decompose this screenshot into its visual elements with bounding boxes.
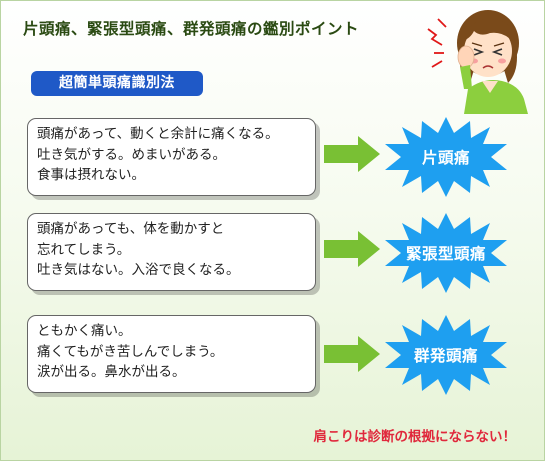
right-arrow-icon	[324, 136, 380, 172]
symptom-box-migraine: 頭痛があって、動くと余計に痛くなる。 吐き気がする。めまいがある。 食事は摂れな…	[27, 118, 316, 196]
result-label: 緊張型頭痛	[405, 245, 486, 263]
symptom-box-cluster: ともかく痛い。 痛くてもがき苦しんでしまう。 涙が出る。鼻水が出る。	[27, 315, 316, 393]
woman-headache-illustration	[424, 1, 544, 114]
symptom-line: 吐き気はない。入浴で良くなる。	[37, 262, 240, 278]
symptom-line: 吐き気がする。めまいがある。	[37, 146, 226, 163]
method-label: 超簡単頭痛識別法	[31, 71, 203, 96]
symptom-line: 痛くてもがき苦しんでしまう。	[37, 343, 224, 360]
result-burst-cluster: 群発頭痛	[384, 315, 508, 395]
starburst-shape	[385, 213, 507, 293]
result-label: 群発頭痛	[413, 347, 478, 365]
symptom-line: 頭痛があって、動くと余計に痛くなる。	[37, 126, 279, 142]
symptom-line: ともかく痛い。	[37, 323, 132, 339]
footnote-warning: 肩こりは診断の根拠にならない！	[313, 429, 517, 445]
symptom-line: 涙が出る。鼻水が出る。	[37, 364, 186, 380]
result-burst-migraine: 片頭痛	[384, 117, 508, 197]
symptom-line: 食事は摂れない。	[37, 167, 145, 183]
right-arrow-icon	[324, 336, 380, 372]
page-title: 片頭痛、緊張型頭痛、群発頭痛の鑑別ポイント	[23, 20, 360, 38]
starburst-shape	[385, 315, 507, 395]
symptom-line: 忘れてしまう。	[37, 241, 131, 258]
symptom-line: 頭痛があっても、体を動かすと	[37, 221, 225, 237]
right-arrow-icon	[324, 231, 380, 267]
result-label: 片頭痛	[421, 149, 470, 167]
result-burst-tension: 緊張型頭痛	[384, 213, 508, 293]
starburst-shape	[385, 117, 507, 197]
symptom-box-tension: 頭痛があっても、体を動かすと 忘れてしまう。 吐き気はない。入浴で良くなる。	[27, 213, 316, 291]
